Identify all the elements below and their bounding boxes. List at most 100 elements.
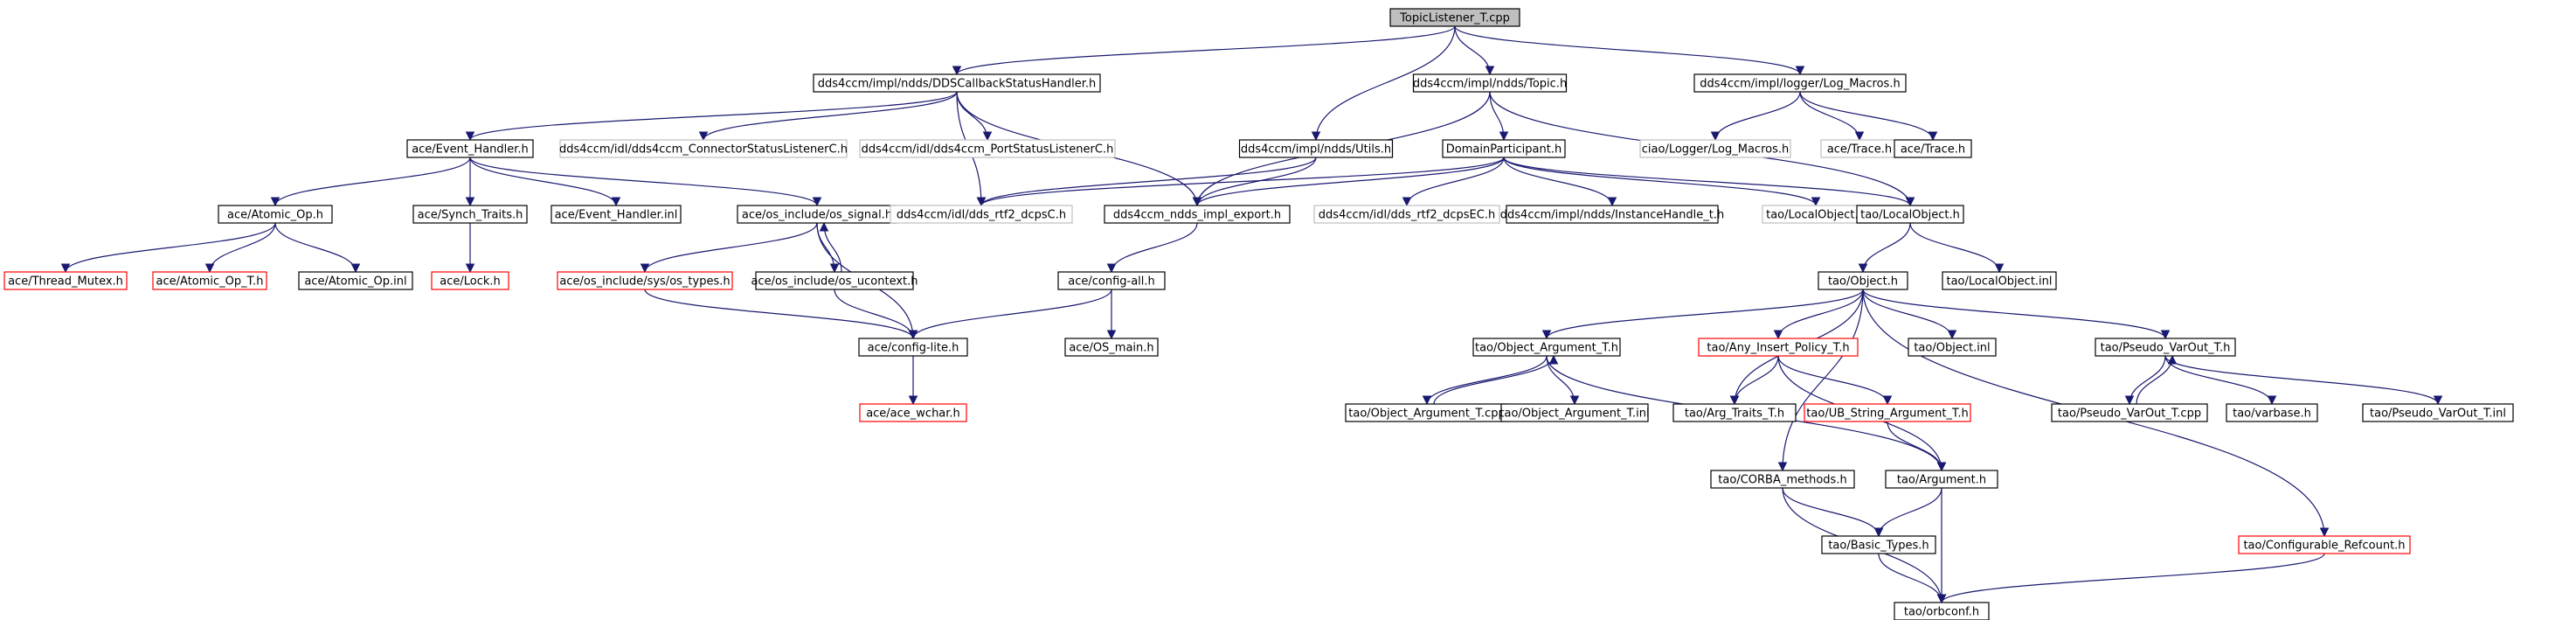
node-tao-object-argument-t-inl[interactable]: tao/Object_Argument_T.inl [1499, 403, 1650, 422]
node-box [1821, 535, 1936, 554]
node-box [1506, 205, 1719, 224]
node-tao-arg-traits-t-h[interactable]: tao/Arg_Traits_T.h [1672, 403, 1797, 422]
node-tao-localobject-inl[interactable]: tao/LocalObject.inl [1942, 271, 2057, 290]
node-topiclistener-t-cpp[interactable]: TopicListener_T.cpp [1389, 8, 1520, 27]
node-tao-argument-h[interactable]: tao/Argument.h [1885, 470, 1998, 489]
edge-obj_arg_t-to-obj_arg_inl [1546, 355, 1580, 406]
edge-dds_cb-to-conn_status [698, 91, 958, 142]
edge-layer [60, 25, 2443, 604]
node-tao-any-insert-policy-t-h[interactable]: tao/Any_Insert_Policy_T.h [1698, 338, 1859, 357]
edge-os_types-to-config_lite [644, 289, 918, 340]
node-dds4ccm-idl-dds4ccm-portstatuslistenerc-h: dds4ccm/idl/dds4ccm_PortStatusListenerC.… [859, 139, 1116, 158]
node-label: ace/Event_Handler.h [412, 143, 529, 157]
node-ace-ace-wchar-h[interactable]: ace/ace_wchar.h [859, 403, 967, 422]
node-tao-object-argument-t-cpp[interactable]: tao/Object_Argument_T.cpp [1345, 403, 1509, 422]
node-label: dds4ccm/impl/logger/Log_Macros.h [1700, 78, 1900, 91]
edge-os_signal-to-os_ucontext [816, 222, 840, 274]
node-ace-lock-h[interactable]: ace/Lock.h [431, 271, 509, 290]
node-box [1894, 139, 1972, 158]
node-tao-basic-types-h[interactable]: tao/Basic_Types.h [1821, 535, 1936, 554]
node-ace-atomic-op-inl[interactable]: ace/Atomic_Op.inl [298, 271, 413, 290]
node-tao-pseudo-varout-t-h[interactable]: tao/Pseudo_VarOut_T.h [2095, 338, 2236, 357]
node-ace-os-main-h[interactable]: ace/OS_main.h [1064, 338, 1159, 357]
node-label: dds4ccm_ndds_impl_export.h [1113, 209, 1281, 222]
node-label: ace/os_include/os_signal.h [742, 209, 892, 222]
edge-topic_h-to-domain_p [1489, 91, 1509, 142]
node-tao-ub-string-argument-t-h[interactable]: tao/UB_String_Argument_T.h [1804, 403, 1971, 422]
node-box [1472, 338, 1621, 357]
node-box [2362, 403, 2514, 422]
edge-domain_p-to-tao_lo [1503, 157, 1915, 207]
edge-domain_p-to-inst_handle [1503, 157, 1617, 207]
node-label: tao/Pseudo_VarOut_T.h [2101, 342, 2231, 355]
node-tao-pseudo-varout-t-cpp[interactable]: tao/Pseudo_VarOut_T.cpp [2051, 403, 2208, 422]
edge-root-to-dds_cb [952, 25, 1456, 76]
edge-dds_cb-to-ev_handler [465, 91, 958, 142]
node-ace-synch-traits-h[interactable]: ace/Synch_Traits.h [412, 205, 528, 224]
node-tao-orbconf-h[interactable]: tao/orbconf.h [1894, 602, 1990, 620]
node-ace-thread-mutex-h[interactable]: ace/Thread_Mutex.h [3, 271, 128, 290]
edge-tao_object-to-pseudo_varout [1862, 289, 2171, 340]
node-ace-os-include-os-signal-h[interactable]: ace/os_include/os_signal.h [737, 205, 897, 224]
node-box [859, 139, 1116, 158]
node-label: tao/Arg_Traits_T.h [1685, 408, 1784, 421]
node-box [1057, 271, 1166, 290]
node-tao-object-argument-t-h[interactable]: tao/Object_Argument_T.h [1472, 338, 1621, 357]
node-tao-varbase-h[interactable]: tao/varbase.h [2226, 403, 2318, 422]
node-dds4ccm-ndds-impl-export-h[interactable]: dds4ccm_ndds_impl_export.h [1104, 205, 1291, 224]
edge-any_insert-to-ub_string [1777, 355, 1893, 406]
node-box [890, 205, 1073, 224]
edge-ev_handler-to-atomic_op [270, 157, 471, 207]
node-tao-corba-methods-h[interactable]: tao/CORBA_methods.h [1710, 470, 1855, 489]
node-dds4ccm-impl-logger-log-macros-h[interactable]: dds4ccm/impl/logger/Log_Macros.h [1693, 73, 1907, 93]
edge-basic_types-to-orbconf [1878, 553, 1947, 604]
node-ace-os-include-os-ucontext-h[interactable]: ace/os_include/os_ucontext.h [751, 271, 918, 290]
node-tao-object-h[interactable]: tao/Object.h [1818, 271, 1908, 290]
node-label: tao/Object_Argument_T.cpp [1348, 408, 1505, 421]
edge-domain_p-to-ndds_export [1192, 157, 1505, 207]
node-tao-object-inl[interactable]: tao/Object.inl [1908, 338, 1997, 357]
node-box [1942, 271, 2057, 290]
node-box [858, 338, 968, 357]
node-ace-event-handler-inl[interactable]: ace/Event_Handler.inl [551, 205, 682, 224]
node-ace-trace-h: ace/Trace.h [1820, 139, 1899, 158]
node-dds4ccm-impl-ndds-ddscallbackstatushandler-h[interactable]: dds4ccm/impl/ndds/DDSCallbackStatusHandl… [813, 73, 1101, 93]
node-label: dds4ccm/impl/ndds/Utils.h [1241, 143, 1391, 157]
node-ace-event-handler-h[interactable]: ace/Event_Handler.h [406, 139, 534, 158]
node-dds4ccm-impl-ndds-topic-h[interactable]: dds4ccm/impl/ndds/Topic.h [1413, 73, 1567, 93]
node-label: ace/config-lite.h [868, 342, 959, 355]
edge-tao_lo-to-tao_lo_inl [1909, 222, 2005, 274]
node-box [2051, 403, 2208, 422]
node-tao-localobject-h[interactable]: tao/LocalObject.h [1856, 205, 1964, 224]
node-box [1104, 205, 1291, 224]
node-ace-os-include-sys-os-types-h[interactable]: ace/os_include/sys/os_types.h [557, 271, 733, 290]
node-label: ace/Lock.h [440, 275, 501, 289]
edge-root-to-utils_h [1311, 25, 1456, 142]
node-box [1710, 470, 1855, 489]
node-tao-configurable-refcount-h[interactable]: tao/Configurable_Refcount.h [2238, 535, 2411, 554]
edge-root-to-logmacros [1454, 25, 1805, 76]
edge-logmacros-to-ciao_log [1710, 91, 1801, 142]
node-box [1698, 338, 1859, 357]
node-dds4ccm-impl-ndds-instancehandle-t-h[interactable]: dds4ccm/impl/ndds/InstanceHandle_t.h [1500, 205, 1724, 224]
node-ace-atomic-op-h[interactable]: ace/Atomic_Op.h [218, 205, 333, 224]
edge-root-to-topic_h [1454, 25, 1495, 76]
node-tao-pseudo-varout-t-inl[interactable]: tao/Pseudo_VarOut_T.inl [2362, 403, 2514, 422]
node-label: tao/LocalObject.h [1860, 209, 1960, 222]
node-label: tao/Pseudo_VarOut_T.cpp [2058, 408, 2201, 421]
edge-tao_object-to-corba_methods [1777, 289, 1864, 472]
node-label: ace/Trace.h [1901, 143, 1965, 157]
node-dds4ccm-impl-ndds-utils-h[interactable]: dds4ccm/impl/ndds/Utils.h [1238, 139, 1394, 158]
node-ace-atomic-op-t-h[interactable]: ace/Atomic_Op_T.h [152, 271, 267, 290]
node-domainparticipant-h[interactable]: DomainParticipant.h [1442, 139, 1566, 158]
node-box [1064, 338, 1159, 357]
node-ace-config-lite-h[interactable]: ace/config-lite.h [858, 338, 968, 357]
node-ace-config-all-h[interactable]: ace/config-all.h [1057, 271, 1166, 290]
node-box [1894, 602, 1990, 620]
edge-obj_arg_cpp-to-obj_arg_t [1433, 354, 1559, 405]
node-ace-trace-h[interactable]: ace/Trace.h [1894, 139, 1972, 158]
node-label: tao/Object.inl [1914, 342, 1990, 355]
edge-dds_cb-to-port_status [956, 91, 993, 142]
edge-domain_p-to-tao_lo_m [1503, 157, 1821, 207]
edge-tao_object-to-obj_arg_t [1541, 289, 1864, 340]
